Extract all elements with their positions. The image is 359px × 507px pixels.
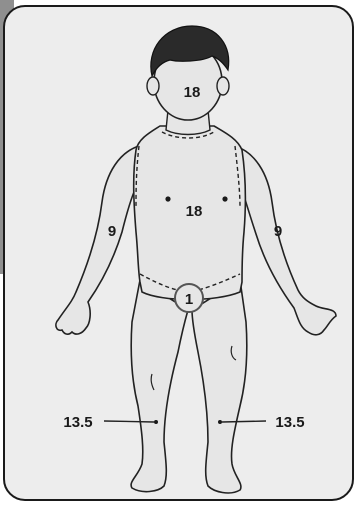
genitalia-percent-label: 1 [185,291,193,308]
child-body-figure: 18 18 9 9 1 13.5 13.5 [5,7,351,498]
left-nipple [222,196,227,201]
right-arm-percent-label: 9 [108,223,116,240]
left-leg-percent-label: 13.5 [275,414,304,431]
left-ear [217,77,229,95]
right-nipple [165,196,170,201]
right-leg-percent-label: 13.5 [63,414,92,431]
trunk-percent-label: 18 [186,203,203,220]
left-arm-percent-label: 9 [274,223,282,240]
left-leg [192,280,247,493]
left-leg-leader-line [222,421,266,422]
head-percent-label: 18 [184,84,201,101]
right-arm [56,146,139,334]
right-leg-leader-dot [154,420,158,424]
diagram-frame: 18 18 9 9 1 13.5 13.5 [3,5,354,501]
left-arm [235,146,336,335]
left-leg-leader-dot [218,420,222,424]
right-leg [131,280,188,492]
right-leg-leader-line [104,421,154,422]
right-ear [147,77,159,95]
